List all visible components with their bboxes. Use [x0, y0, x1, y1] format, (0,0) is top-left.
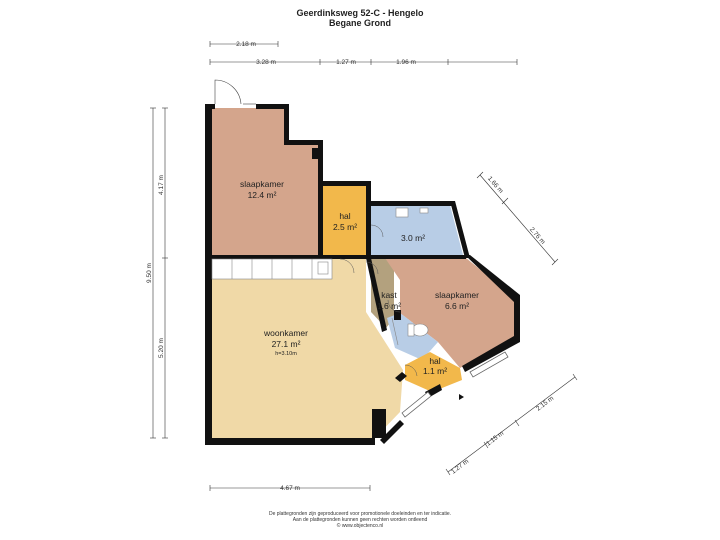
dim-bottom: 4.67 m [280, 485, 300, 492]
area-woonkamer: 27.1 m² [272, 339, 301, 349]
dim-top-d: 1.96 m [396, 59, 416, 66]
label-woonkamer: woonkamer [263, 328, 308, 338]
dim-left-lower: 5.20 m [158, 338, 165, 358]
room-slaapkamer-2 [385, 258, 514, 368]
door-swing-entry [214, 79, 256, 105]
room-woonkamer [212, 259, 403, 438]
dimension-lines [150, 41, 578, 491]
label-hal-2: hal [429, 356, 440, 366]
area-hal-2: 1.1 m² [423, 366, 447, 376]
floor-label: Begane Grond [328, 18, 391, 28]
room-kast [371, 258, 394, 328]
dim-top-c: 1.27 m [336, 59, 356, 66]
dim-top-b: 3.28 m [256, 59, 276, 66]
room-bath [371, 205, 463, 255]
room-bath-2 [387, 313, 438, 360]
windows [401, 351, 509, 418]
disclaimer-line-1: De plattegronden zijn geproduceerd voor … [268, 511, 452, 517]
area-slaapkamer-2: 6.6 m² [445, 301, 469, 311]
label-slaapkamer-1: slaapkamer [240, 179, 284, 189]
dim-diag-lower-a: 1.27 m [450, 458, 470, 476]
dim-diag-upper-b: 2.76 m [528, 226, 546, 246]
dim-left-upper: 4.17 m [158, 175, 165, 195]
door-swings [339, 224, 418, 377]
dim-left-total: 9.50 m [146, 263, 153, 283]
plan-title: Geerdinksweg 52-C - Hengelo [296, 8, 424, 18]
copyright: © www.objectenco.nl [336, 523, 384, 529]
entry-arrow [459, 394, 464, 400]
kitchen-counter [211, 258, 333, 280]
height-woonkamer: h=3.10m [275, 351, 297, 357]
bathroom-fixtures [391, 207, 429, 346]
room-hal-2 [405, 352, 462, 392]
dim-diag-lower-b: 1.15 m [485, 430, 505, 448]
dim-diag-lower-c: 2.15 m [535, 395, 555, 413]
area-bath: 3.0 m² [401, 233, 425, 243]
disclaimer-line-2: Aan de plattegronden kunnen geen rechten… [292, 517, 428, 523]
dim-top-a: 2.18 m [236, 41, 256, 48]
label-slaapkamer-2: slaapkamer [435, 290, 479, 300]
area-hal-1: 2.5 m² [333, 222, 357, 232]
walls [205, 104, 520, 445]
room-hal-1 [321, 185, 368, 255]
label-hal-1: hal [339, 211, 350, 221]
area-kast: 1.6 m² [377, 301, 401, 311]
label-kast: kast [381, 290, 397, 300]
area-slaapkamer-1: 12.4 m² [248, 190, 277, 200]
